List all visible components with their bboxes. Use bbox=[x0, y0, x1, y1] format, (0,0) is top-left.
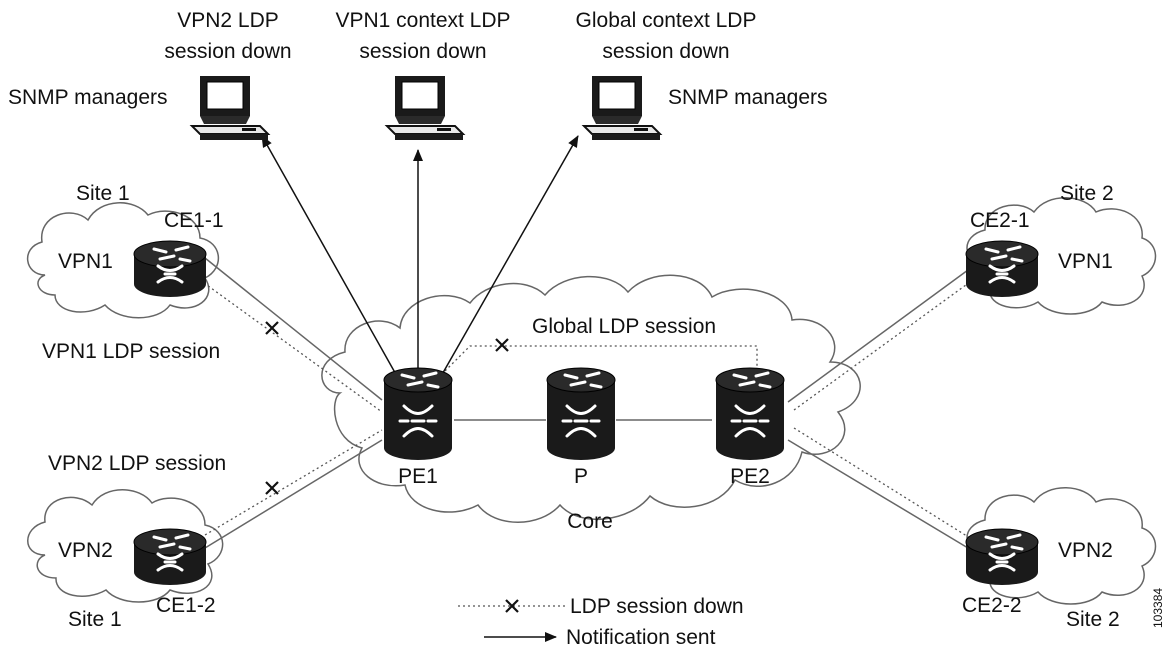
snmp-managers-left-label: SNMP managers bbox=[8, 86, 168, 109]
snmp-manager-vpn1-computer-icon bbox=[386, 75, 464, 141]
site2-top-cloud bbox=[966, 197, 1157, 315]
site1-top-label: Site 1 bbox=[76, 182, 130, 205]
global-manager-caption-line1: Global context LDP bbox=[576, 9, 757, 32]
notify-arrow-global bbox=[439, 135, 579, 379]
global-manager-caption-line2: session down bbox=[602, 40, 729, 63]
pe2-router-icon bbox=[714, 366, 786, 462]
global-ldp-session-line bbox=[437, 345, 758, 379]
vpn1-session-down-mark bbox=[265, 321, 279, 335]
notify-arrow-vpn2 bbox=[261, 135, 399, 379]
site1-top-cloud bbox=[26, 202, 220, 319]
site2-bottom-label: Site 2 bbox=[1066, 608, 1120, 631]
snmp-manager-global-computer-icon bbox=[583, 75, 661, 141]
site1-bottom-label: Site 1 bbox=[68, 608, 122, 631]
core-cloud bbox=[321, 274, 861, 523]
vpn2-left-label: VPN2 bbox=[58, 539, 113, 562]
link-pe2-ce2-1 bbox=[787, 269, 969, 403]
vpn1-manager-caption-line1: VPN1 context LDP bbox=[335, 9, 510, 32]
pe1-label: PE1 bbox=[398, 465, 438, 488]
vpn1-manager-caption-line2: session down bbox=[359, 40, 486, 63]
core-label: Core bbox=[567, 510, 613, 533]
site1-bottom-cloud bbox=[27, 489, 224, 603]
link-ce1-1-pe1 bbox=[204, 257, 383, 401]
pe2-ce2-1-session-line bbox=[793, 281, 971, 411]
legend: LDP session down Notification sent bbox=[458, 595, 744, 649]
pe2-ce2-2-session-line bbox=[793, 427, 971, 539]
legend-down-mark bbox=[505, 599, 519, 613]
vpn1-left-label: VPN1 bbox=[58, 250, 113, 273]
ce2-2-label: CE2-2 bbox=[962, 594, 1022, 617]
global-ldp-session-label: Global LDP session bbox=[532, 315, 716, 338]
ce1-2-router-icon bbox=[132, 527, 208, 587]
p-router-icon bbox=[545, 366, 617, 462]
vpn2-session-down-mark bbox=[265, 481, 279, 495]
vpn1-ldp-session-label: VPN1 LDP session bbox=[42, 340, 220, 363]
vpn2-manager-caption-line1: VPN2 LDP bbox=[177, 9, 279, 32]
ce2-1-router-icon bbox=[964, 239, 1040, 299]
vpn2-ldp-session-label: VPN2 LDP session bbox=[48, 452, 226, 475]
site2-top-label: Site 2 bbox=[1060, 182, 1114, 205]
vpn2-ldp-session-line bbox=[204, 429, 383, 536]
p-label: P bbox=[574, 465, 588, 488]
pe1-router-icon bbox=[382, 366, 454, 462]
site2-bottom-cloud bbox=[966, 487, 1157, 605]
global-session-down-mark bbox=[495, 338, 509, 352]
ce1-1-label: CE1-1 bbox=[164, 209, 224, 232]
link-pe2-ce2-2 bbox=[787, 439, 969, 549]
vpn1-right-label: VPN1 bbox=[1058, 250, 1113, 273]
ce2-2-router-icon bbox=[964, 527, 1040, 587]
legend-notification-label: Notification sent bbox=[566, 626, 716, 649]
snmp-manager-vpn2-computer-icon bbox=[191, 75, 269, 141]
ce1-2-label: CE1-2 bbox=[156, 594, 216, 617]
snmp-managers-right-label: SNMP managers bbox=[668, 86, 828, 109]
link-ce1-2-pe1 bbox=[204, 439, 383, 549]
ce2-1-label: CE2-1 bbox=[970, 209, 1030, 232]
pe2-label: PE2 bbox=[730, 465, 770, 488]
figure-id: 103384 bbox=[1151, 588, 1165, 628]
vpn2-right-label: VPN2 bbox=[1058, 539, 1113, 562]
ce1-1-router-icon bbox=[132, 239, 208, 299]
legend-down-label: LDP session down bbox=[570, 595, 744, 618]
vpn2-manager-caption-line2: session down bbox=[164, 40, 291, 63]
